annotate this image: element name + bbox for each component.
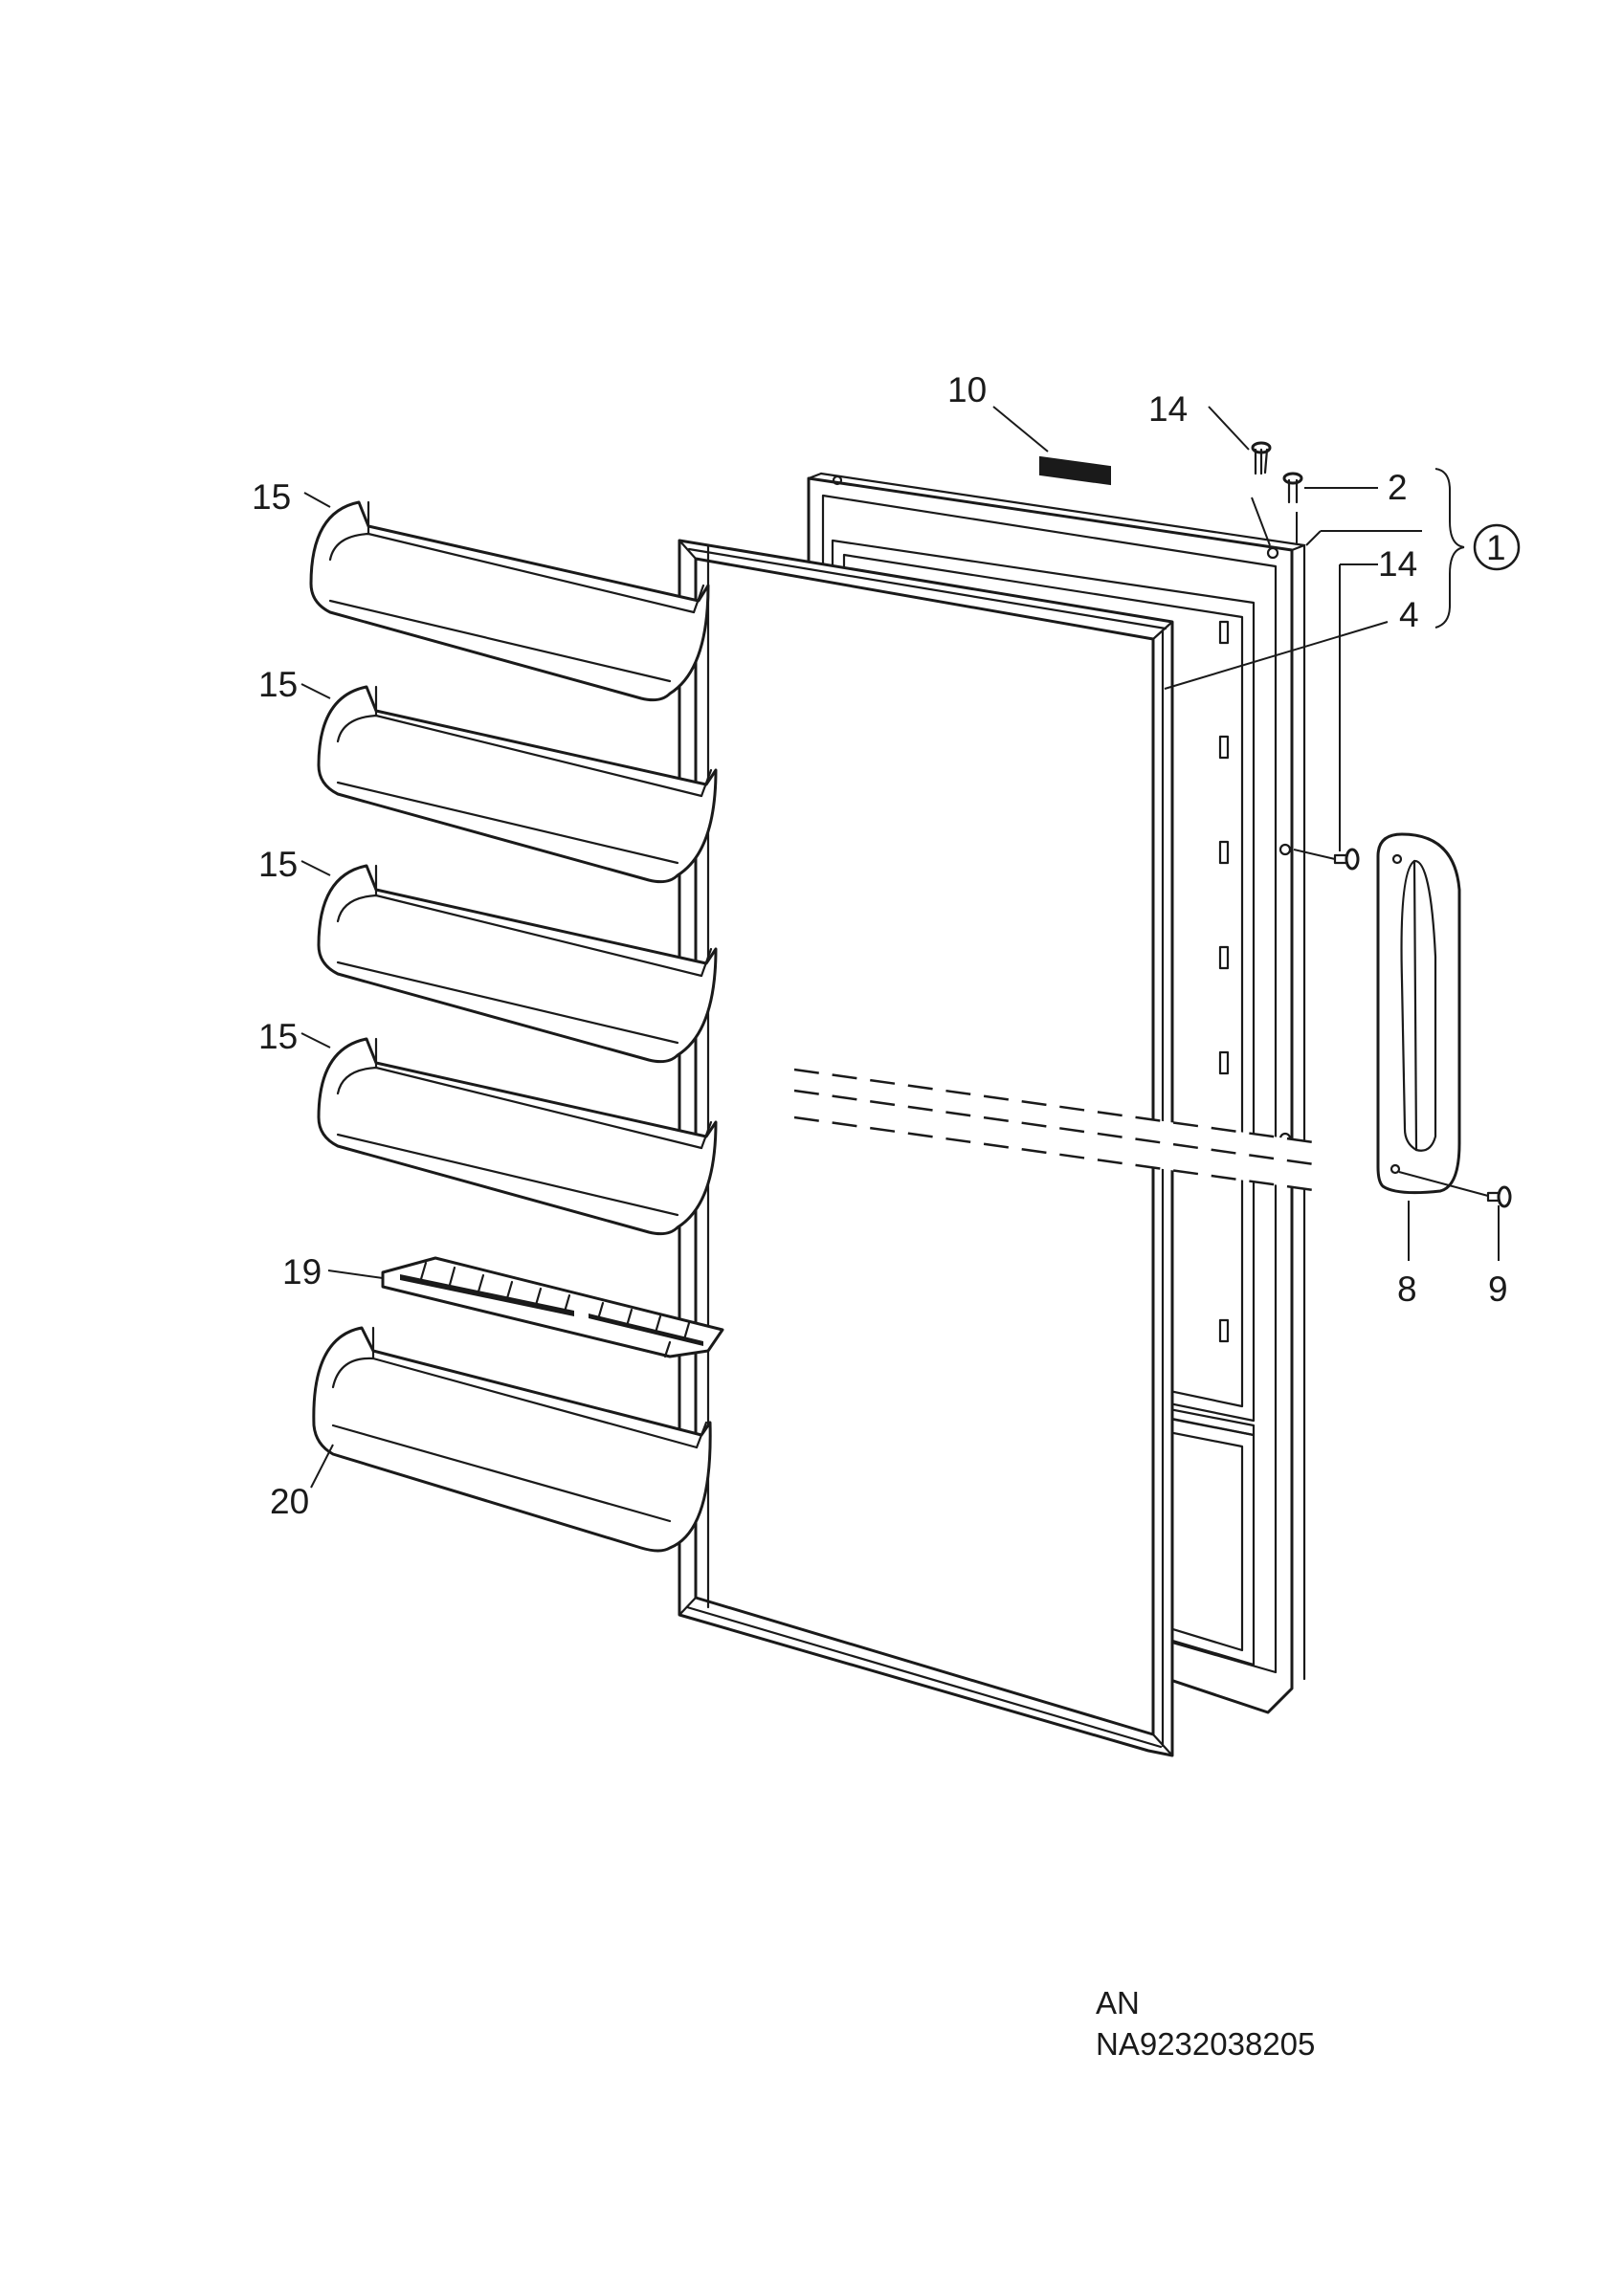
callout-14-top: 14 <box>1148 389 1188 429</box>
door-shelf <box>317 1037 718 1236</box>
label-plate <box>1039 455 1111 486</box>
callout-15: 15 <box>252 477 291 517</box>
leader-lines <box>300 406 1500 1489</box>
handle-screw <box>1333 848 1360 871</box>
callout-15: 15 <box>258 1017 298 1056</box>
break-line <box>793 1068 1322 1193</box>
callout-9: 9 <box>1488 1269 1508 1309</box>
callout-4: 4 <box>1399 595 1419 634</box>
bottle-retainer <box>381 1256 724 1358</box>
callout-2: 2 <box>1388 468 1408 507</box>
hinge-pin <box>1251 441 1272 475</box>
handle-screw <box>1486 1185 1512 1208</box>
callout-15: 15 <box>258 845 298 884</box>
hinge-pin <box>1282 472 1303 504</box>
diagram-code-line2: NA9232038205 <box>1096 2026 1315 2062</box>
door-shelf <box>317 685 718 884</box>
callout-10: 10 <box>947 370 987 409</box>
callout-15: 15 <box>258 665 298 704</box>
door-shelf <box>317 864 718 1064</box>
callout-1: 1 <box>1486 528 1506 567</box>
callout-8: 8 <box>1397 1269 1417 1309</box>
callout-1-circle <box>1473 523 1521 571</box>
door-gasket <box>678 539 1174 1757</box>
door-handle <box>1376 832 1461 1195</box>
door-shelf <box>309 500 710 702</box>
diagram-code-line1: AN <box>1096 1985 1140 2020</box>
callout-14-right: 14 <box>1378 544 1417 584</box>
callout-20: 20 <box>270 1482 309 1521</box>
callout-19: 19 <box>282 1252 322 1292</box>
bottom-door-shelf <box>312 1326 712 1553</box>
